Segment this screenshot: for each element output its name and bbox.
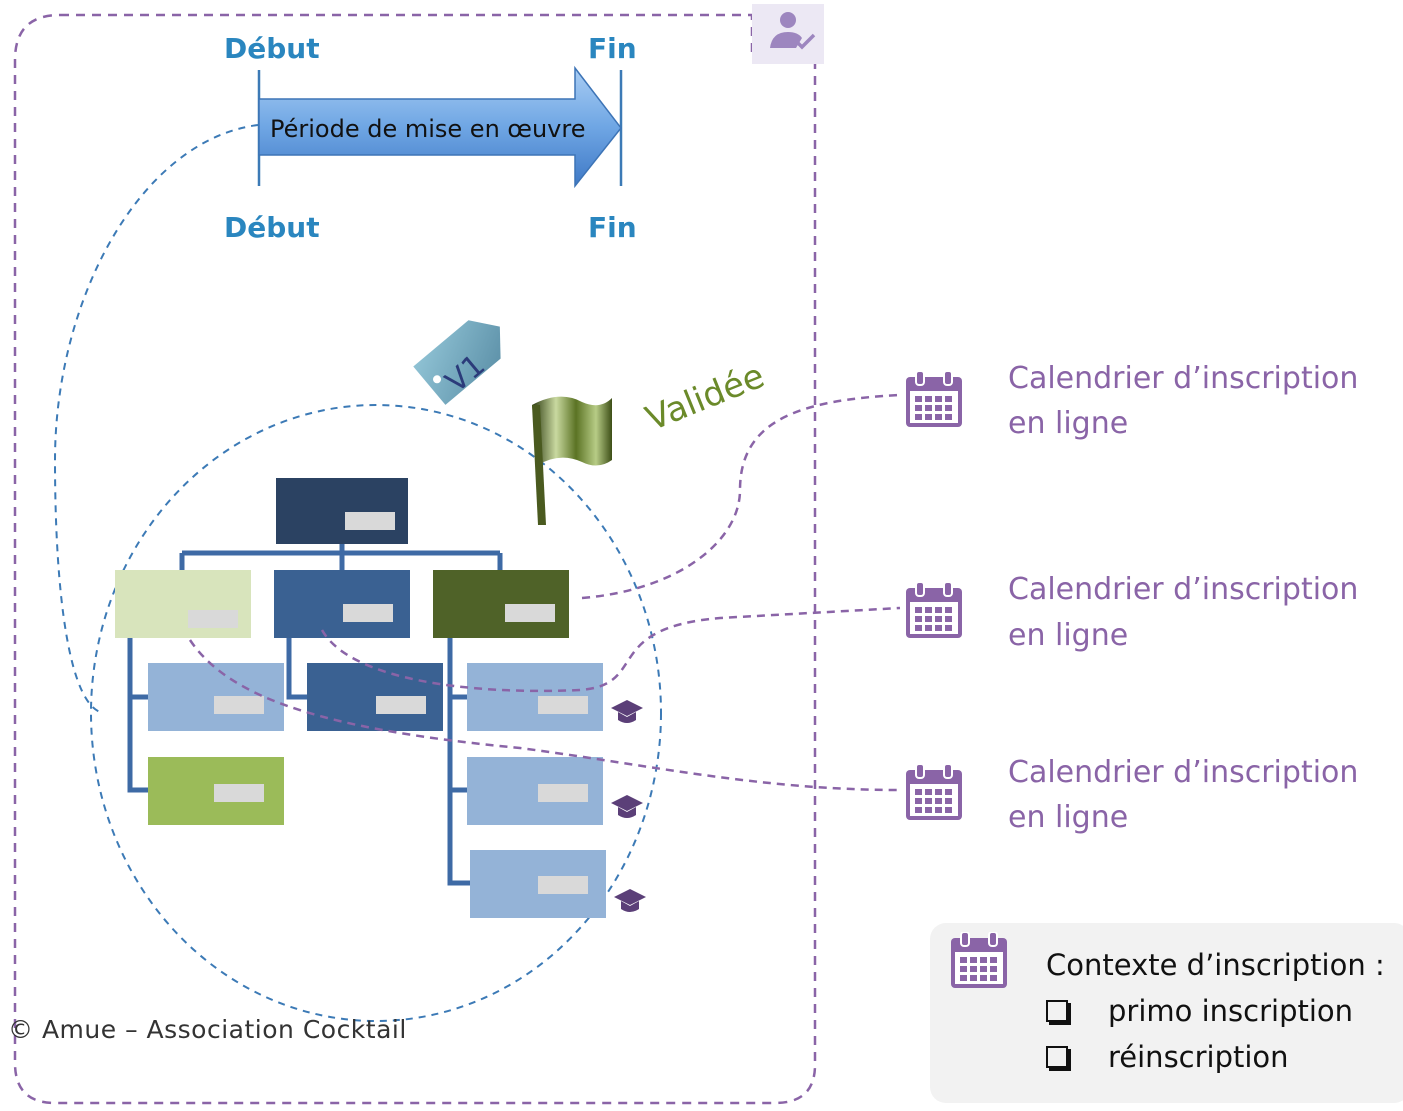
calendar-icon (951, 932, 1008, 989)
end-label-bottom: Fin (588, 211, 637, 244)
calendar-3-line2: en ligne (1008, 800, 1128, 835)
org-box-right-child3 (470, 850, 606, 918)
calendar-1-line1: Calendrier d’inscription (1008, 361, 1358, 396)
flag-icon (532, 396, 612, 525)
validated-label: Validée (640, 356, 770, 439)
checkbox-icon[interactable] (1046, 1046, 1068, 1068)
calendar-2-line1: Calendrier d’inscription (1008, 572, 1358, 607)
outer-frame (13, 13, 817, 1105)
period-arrow (257, 65, 623, 189)
org-connectors (127, 544, 503, 886)
graduation-cap-icon (611, 795, 643, 818)
context-title: Contexte d’inscription : (1046, 948, 1385, 982)
end-label-top: Fin (588, 32, 637, 65)
context-option-primo[interactable]: primo inscription (1046, 994, 1353, 1028)
context-option-label: primo inscription (1108, 994, 1354, 1028)
calendar-2-line2: en ligne (1008, 618, 1128, 653)
org-box-level1-right (433, 570, 569, 638)
context-option-reinscription[interactable]: réinscription (1046, 1040, 1289, 1074)
copyright-notice: © Amue – Association Cocktail (8, 1015, 407, 1044)
start-label-top: Début (224, 32, 320, 65)
calendar-1-line2: en ligne (1008, 406, 1128, 441)
org-box-right-child2 (467, 757, 603, 825)
graduation-cap-icon (611, 700, 643, 723)
tag-icon (413, 320, 501, 405)
org-box-middle-child (307, 663, 443, 731)
calendar-icon (905, 763, 963, 821)
org-box-left-child1 (148, 663, 284, 731)
start-label-bottom: Début (224, 211, 320, 244)
calendar-connector-2 (320, 606, 901, 693)
calendar-icon (905, 581, 963, 639)
org-box-right-child1 (467, 663, 603, 731)
calendar-3-line1: Calendrier d’inscription (1008, 755, 1358, 790)
calendar-connector-1 (581, 393, 901, 600)
org-box-root (276, 478, 408, 544)
context-panel (930, 923, 1403, 1103)
user-check-icon (752, 4, 824, 64)
period-connector-curve (53, 124, 259, 713)
calendar-connector-3 (188, 639, 901, 792)
checkbox-icon[interactable] (1046, 1000, 1068, 1022)
graduation-cap-icon (614, 889, 646, 912)
calendar-icon (905, 370, 963, 428)
org-box-left-child2 (148, 757, 284, 825)
period-arrow-label: Période de mise en œuvre (270, 115, 585, 143)
context-option-label: réinscription (1108, 1040, 1289, 1074)
org-box-level1-left (115, 570, 251, 638)
org-box-level1-middle (274, 570, 410, 638)
structure-ellipse (90, 404, 662, 1022)
